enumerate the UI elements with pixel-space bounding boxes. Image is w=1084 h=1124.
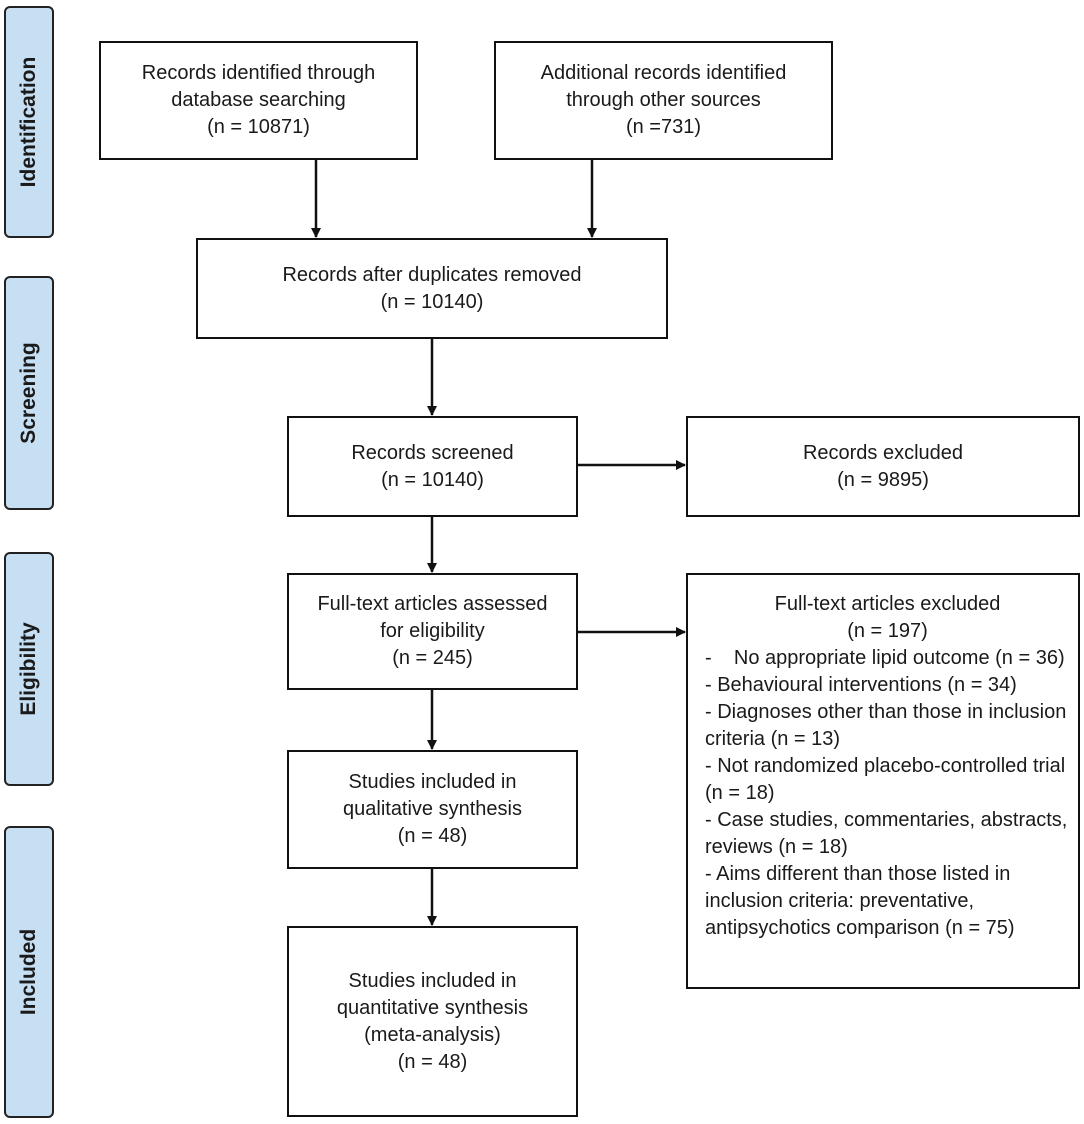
box-text: Records excluded: [802, 441, 964, 464]
records-excluded-box: Records excluded (n = 9895): [686, 416, 1080, 517]
box-text: qualitative synthesis: [343, 798, 522, 820]
fulltext-assessed-box: Full-text articles assessed for eligibil…: [287, 573, 578, 690]
box-count: (n =731): [625, 116, 702, 138]
box-text: (meta-analysis): [364, 1023, 501, 1046]
box-count: (n = 245): [392, 647, 473, 669]
database-records-box: Records identified through database sear…: [99, 41, 418, 160]
stage-tab-identification: Identification: [4, 6, 54, 238]
box-text: Records identified through: [141, 62, 376, 84]
box-text: Full-text articles excluded: [774, 593, 1001, 615]
qualitative-synthesis-box: Studies included in qualitative synthesi…: [287, 750, 578, 869]
after-duplicates-box: Records after duplicates removed (n = 10…: [196, 238, 668, 339]
exclusion-reason: - Behavioural interventions (n = 34): [705, 674, 1017, 696]
box-count: (n = 9895): [837, 468, 929, 491]
stage-tab-included: Included: [4, 826, 54, 1118]
box-text: quantitative synthesis: [336, 996, 529, 1019]
box-text: database searching: [171, 89, 346, 111]
box-text: Records screened: [351, 441, 514, 464]
exclusion-reason: - Aims different than those listed in in…: [705, 863, 1016, 939]
box-text: for eligibility: [380, 620, 485, 642]
other-records-box: Additional records identified through ot…: [494, 41, 833, 160]
box-text: Studies included in: [348, 969, 517, 992]
fulltext-excluded-box: Full-text articles excluded (n = 197) - …: [686, 573, 1080, 989]
box-text: Records after duplicates removed: [282, 263, 582, 286]
box-count: (n = 48): [397, 1050, 468, 1073]
box-text: Studies included in: [348, 771, 517, 793]
box-count: (n = 10871): [207, 116, 310, 138]
exclusion-reason: - Case studies, commentaries, abstracts,…: [705, 809, 1073, 858]
box-text: through other sources: [566, 89, 761, 111]
exclusion-reason: - Not randomized placebo-controlled tria…: [705, 755, 1071, 804]
stage-tab-eligibility: Eligibility: [4, 552, 54, 786]
box-text: Full-text articles assessed: [317, 593, 548, 615]
box-count: (n = 10140): [381, 468, 484, 491]
records-screened-box: Records screened (n = 10140): [287, 416, 578, 517]
stage-tab-screening: Screening: [4, 276, 54, 510]
box-count: (n = 48): [397, 825, 468, 847]
exclusion-reason: - Diagnoses other than those in inclusio…: [705, 701, 1072, 750]
box-count: (n = 10140): [380, 290, 484, 313]
box-count: (n = 197): [847, 620, 928, 642]
quantitative-synthesis-box: Studies included in quantitative synthes…: [287, 926, 578, 1117]
box-text: Additional records identified: [540, 62, 787, 84]
exclusion-reason: - No appropriate lipid outcome (n = 36): [705, 647, 1065, 669]
